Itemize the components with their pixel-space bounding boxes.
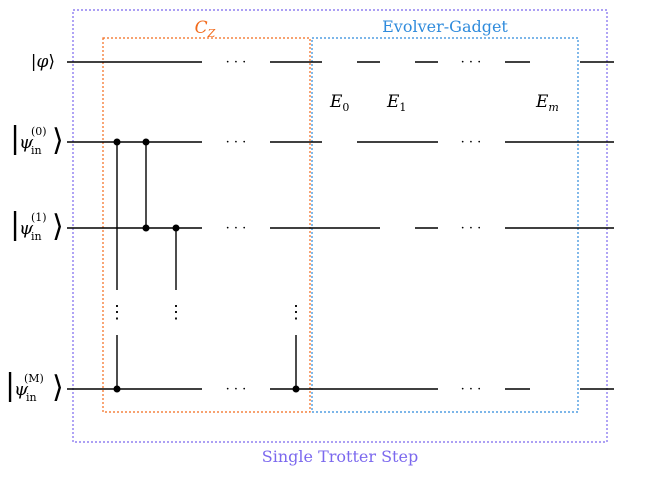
psiM-sup: (M) (24, 372, 44, 385)
control-dot (292, 385, 300, 393)
psiM-sub: in (26, 391, 37, 404)
psi0-base: ψ (19, 132, 34, 153)
gadget-label-e0: E0 (329, 92, 349, 114)
evolver-gadget-label: Evolver-Gadget (382, 17, 508, 36)
ellipsis-cz-psi1: · · · (226, 221, 247, 236)
vdots-3: ⋮ (287, 302, 305, 323)
svg-text:⟩: ⟩ (52, 370, 64, 405)
psi1-base: ψ (19, 218, 34, 239)
psiM-base: ψ (14, 379, 29, 400)
svg-text:|: | (5, 368, 15, 403)
svg-text:⟩: ⟩ (52, 209, 64, 244)
vdots-1: ⋮ (108, 302, 126, 323)
wire-label-psiM: | ψ in (M) ⟩ (5, 368, 64, 405)
control-dot (113, 138, 121, 146)
ellipsis-gadget-phi: · · · (461, 55, 482, 70)
gadget-label-em: Em (535, 92, 559, 114)
cz-box (102, 37, 311, 413)
svg-text:|: | (10, 121, 20, 156)
ellipsis-gadget-psiM: · · · (461, 382, 482, 397)
ellipsis-cz-psiM: · · · (226, 382, 247, 397)
svg-text:|: | (10, 207, 20, 242)
control-dot (142, 224, 150, 232)
cz-label-sub: Z (207, 27, 216, 40)
evolver-gadget-box (311, 37, 579, 413)
cz-label-base: C (195, 18, 208, 38)
control-dot (172, 224, 180, 232)
trotter-step-box (72, 9, 608, 443)
wire-label-psi0: | ψ in (0) ⟩ (10, 121, 64, 158)
ellipsis-gadget-psi1: · · · (461, 221, 482, 236)
psi0-sub: in (31, 144, 42, 157)
trotter-step-label: Single Trotter Step (262, 447, 418, 466)
gadget-label-e1: E1 (386, 92, 406, 114)
cz-label: CZ (195, 18, 216, 40)
vdots-2: ⋮ (167, 302, 185, 323)
svg-text:⟩: ⟩ (52, 123, 64, 158)
wire-label-phi: |φ⟩ (31, 52, 55, 72)
psi0-sup: (0) (31, 125, 47, 138)
psi1-sub: in (31, 230, 42, 243)
wire-label-phi-core: φ (36, 52, 48, 72)
ellipsis-cz-psi0: · · · (226, 135, 247, 150)
control-dot (113, 385, 121, 393)
control-dot (142, 138, 150, 146)
wire-label-psi1: | ψ in (1) ⟩ (10, 207, 64, 244)
ellipsis-gadget-psi0: · · · (461, 135, 482, 150)
psi1-sup: (1) (31, 211, 47, 224)
ellipsis-cz-phi: · · · (226, 55, 247, 70)
